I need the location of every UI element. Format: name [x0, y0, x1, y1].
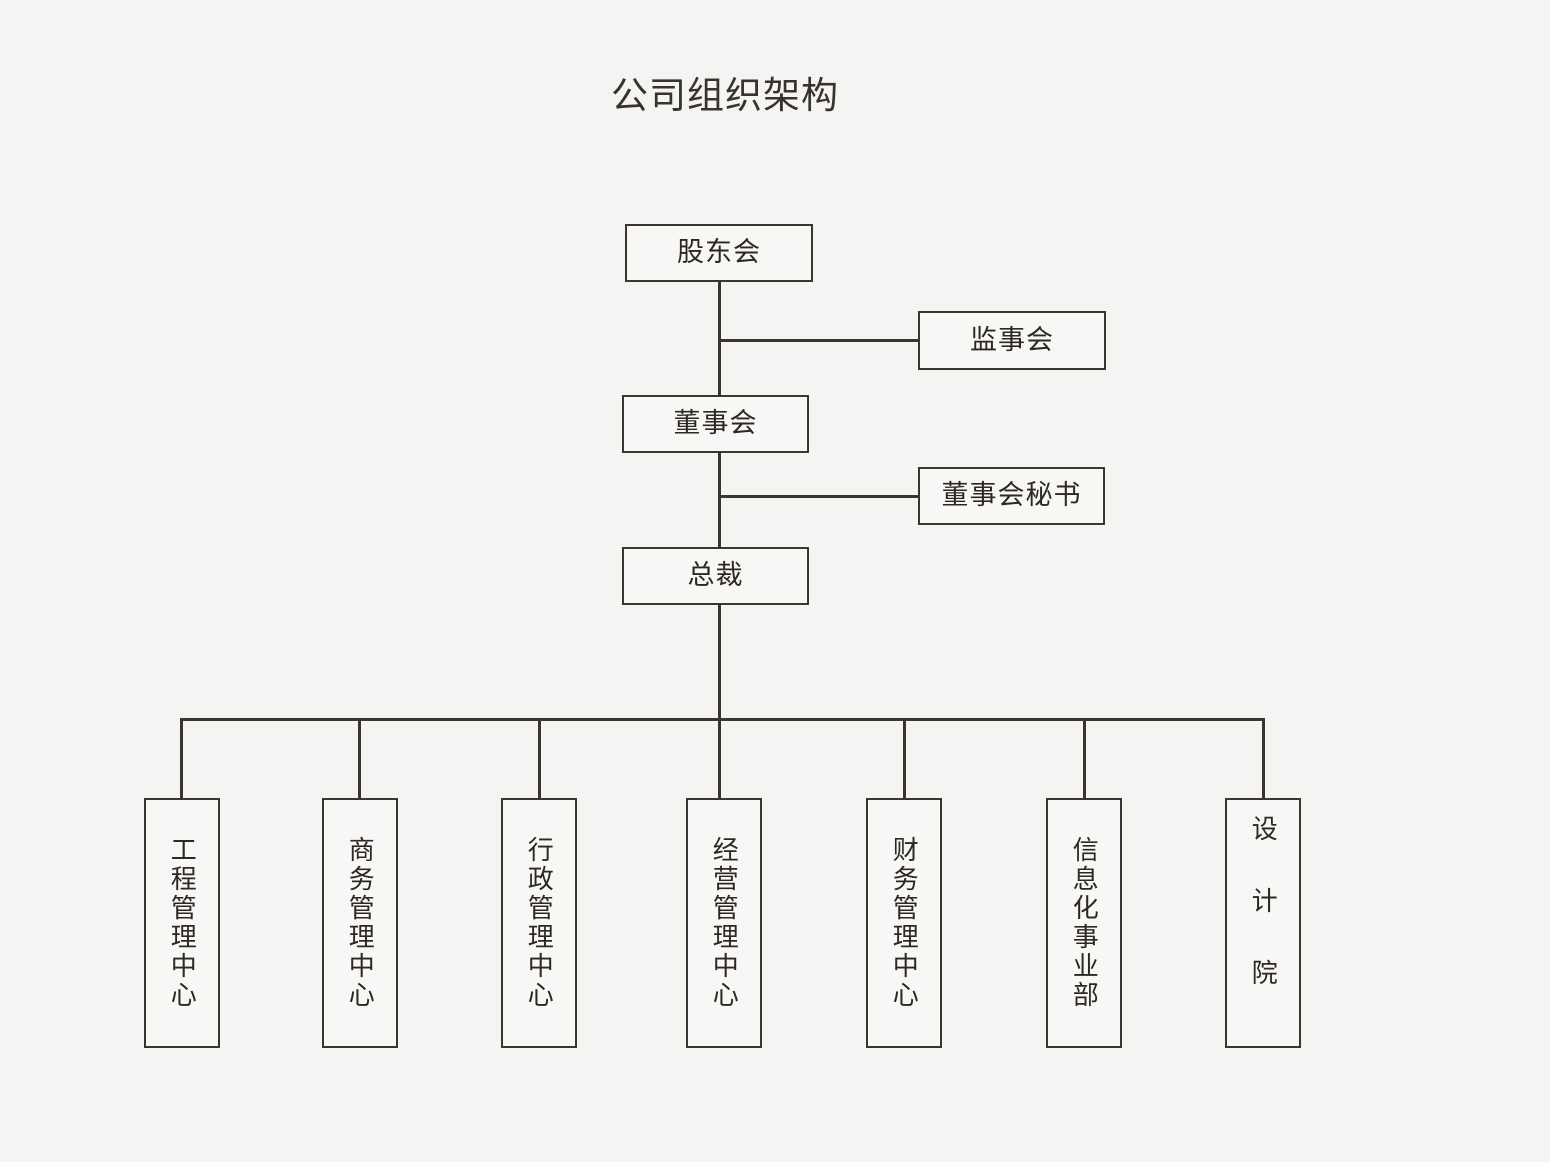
connector-drop-it-division — [1083, 718, 1086, 798]
connector-department-bus — [180, 718, 1265, 721]
connector-president-to-bus — [718, 605, 721, 720]
node-administration-center[interactable]: 行政管理中心 — [501, 798, 577, 1048]
connector-shareholders-to-board — [718, 282, 721, 395]
node-finance-center[interactable]: 财务管理中心 — [866, 798, 942, 1048]
node-operations-center[interactable]: 经营管理中心 — [686, 798, 762, 1048]
connector-drop-operations-center — [718, 718, 721, 798]
node-supervisors[interactable]: 监事会 — [918, 311, 1106, 370]
page-title: 公司组织架构 — [611, 75, 839, 116]
node-board-of-directors[interactable]: 董事会 — [622, 395, 809, 453]
connector-drop-business-center — [358, 718, 361, 798]
connector-drop-design-institute — [1262, 718, 1265, 798]
connector-shareholders-to-supervisors — [718, 339, 920, 342]
connector-drop-finance-center — [903, 718, 906, 798]
connector-drop-engineering-center — [180, 718, 183, 798]
node-engineering-center[interactable]: 工程管理中心 — [144, 798, 220, 1048]
node-shareholders[interactable]: 股东会 — [625, 224, 813, 282]
node-business-center[interactable]: 商务管理中心 — [322, 798, 398, 1048]
connector-board-to-president — [718, 453, 721, 547]
node-board-secretary[interactable]: 董事会秘书 — [918, 467, 1105, 525]
node-design-institute[interactable]: 设计院 — [1225, 798, 1301, 1048]
node-president[interactable]: 总裁 — [622, 547, 809, 605]
node-it-division[interactable]: 信息化事业部 — [1046, 798, 1122, 1048]
connector-board-to-secretary — [718, 495, 920, 498]
connector-drop-administration-center — [538, 718, 541, 798]
